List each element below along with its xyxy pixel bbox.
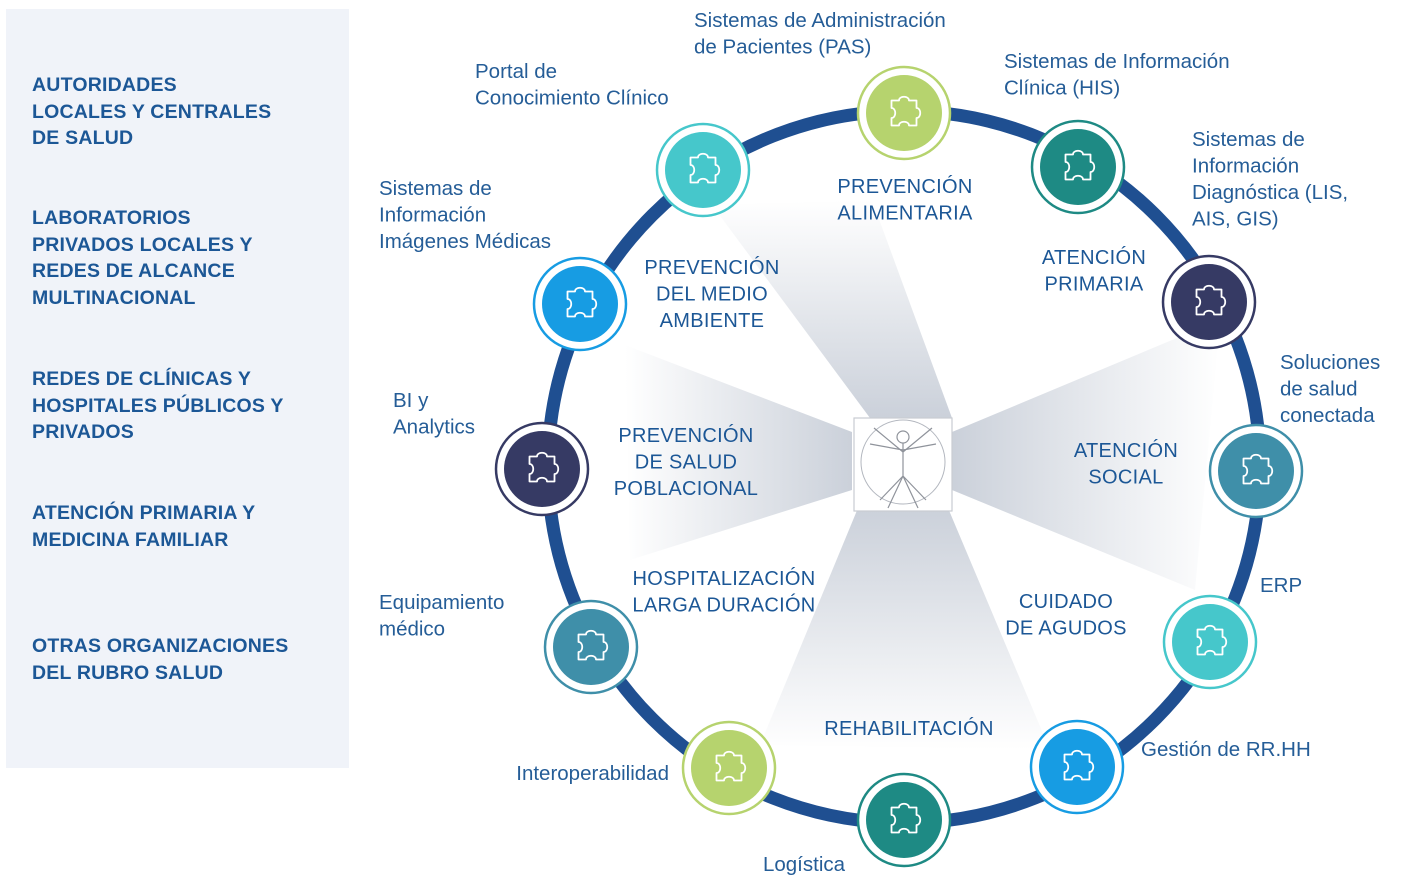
ray-top: [712, 200, 952, 418]
vitruvian-circle: [860, 419, 946, 505]
puzzle-icon: [1195, 284, 1227, 316]
node-disc: [866, 75, 942, 151]
puzzle-icon: [566, 286, 598, 318]
puzzle-icon: [1063, 749, 1095, 781]
node-disc: [665, 132, 741, 208]
puzzle-icon: [689, 152, 721, 184]
puzzle-icon: [577, 629, 609, 661]
puzzle-icon: [1242, 453, 1274, 485]
node-disc: [504, 431, 580, 507]
node-disc: [553, 609, 629, 685]
node-disc: [1172, 604, 1248, 680]
node-disc: [1040, 129, 1116, 205]
ray-left: [625, 345, 852, 560]
ring-node: [856, 772, 952, 868]
ring-node: [1161, 254, 1257, 350]
ray-right: [952, 320, 1220, 590]
node-disc: [866, 782, 942, 858]
ring-node: [1162, 594, 1258, 690]
node-label: ERP: [1260, 574, 1302, 597]
node-disc: [1039, 729, 1115, 805]
inner-category-label: REHABILITACIÓN: [824, 717, 993, 740]
puzzle-icon: [890, 802, 922, 834]
ring-node: [1030, 119, 1126, 215]
ring-node: [543, 599, 639, 695]
node-disc: [691, 730, 767, 806]
vitruvian-man-icon: [853, 417, 953, 512]
node-label: Gestión de RR.HH: [1141, 738, 1311, 761]
ray-bottom: [760, 508, 1050, 750]
node-disc: [1171, 264, 1247, 340]
ring-node: [532, 256, 628, 352]
puzzle-icon: [1196, 624, 1228, 656]
vitruvian-body: [869, 427, 937, 509]
ring-node: [655, 122, 751, 218]
puzzle-icon: [715, 750, 747, 782]
ring-node: [681, 720, 777, 816]
node-label: Interoperabilidad: [516, 762, 669, 785]
puzzle-icon: [1064, 149, 1096, 181]
puzzle-icon: [890, 95, 922, 127]
node-disc: [1218, 433, 1294, 509]
ring-node: [494, 421, 590, 517]
ring-node: [1029, 719, 1125, 815]
ring-node: [856, 65, 952, 161]
puzzle-icon: [528, 451, 560, 483]
node-label: Logística: [763, 853, 846, 876]
radial-rays: [625, 200, 1220, 750]
node-disc: [542, 266, 618, 342]
ring-node: [1208, 423, 1304, 519]
